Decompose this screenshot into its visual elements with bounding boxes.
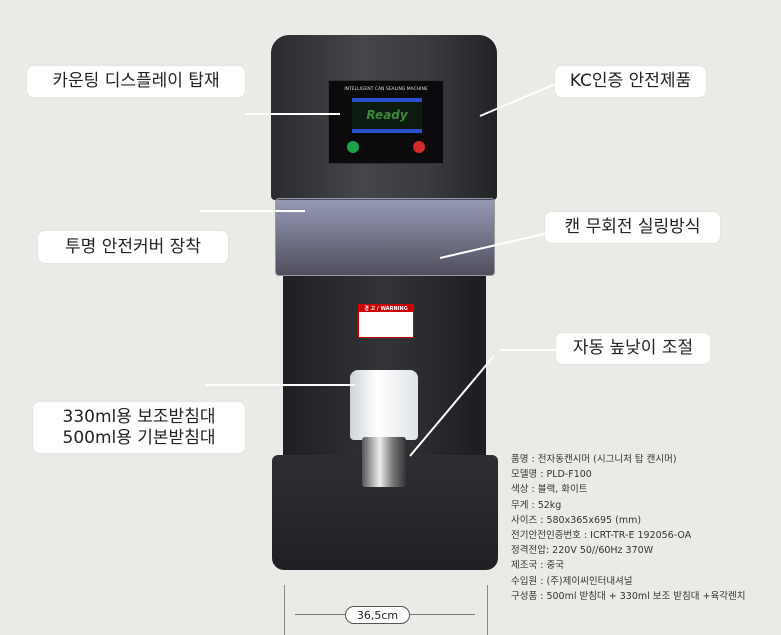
spec-item: 구성품 : 500ml 받침대 + 330ml 보조 받침대 +육각렌치 (511, 590, 746, 602)
counter-screen: Ready (352, 98, 422, 133)
width-dimension: 36,5cm (345, 606, 410, 624)
spec-item: 색상 : 블랙, 화이트 (511, 484, 588, 496)
screen-text: Ready (366, 108, 408, 122)
callout-display: 카운팅 디스플레이 탑재 (27, 66, 245, 97)
dimension-tick (284, 585, 285, 635)
callout-height: 자동 높낮이 조절 (556, 333, 710, 364)
dimension-tick (487, 585, 488, 635)
warning-sticker: 경 고 / WARNING (358, 304, 414, 338)
transparent-safety-cover (275, 198, 495, 276)
callout-stands: 330ml용 보조받침대 500ml용 기본받침대 (33, 402, 245, 453)
start-button (347, 141, 359, 153)
spec-item: 무게 : 52kg (511, 499, 562, 511)
callout-kc: KC인증 안전제품 (555, 66, 706, 97)
leader-line (500, 349, 556, 351)
spec-item: 전기안전인증번호 : ICRT-TR-E 192056-OA (511, 530, 692, 542)
spec-item: 사이즈 : 580x365x695 (mm) (511, 514, 642, 526)
emergency-stop-button (413, 141, 425, 153)
spec-item: 제조국 : 중국 (511, 560, 564, 572)
callout-cover: 투명 안전커버 장착 (38, 231, 228, 263)
spec-item: 품명 : 전자동캔시머 (시그니처 탑 캔시머) (511, 454, 677, 465)
panel-title: INTELLIGENT CAN SEALING MACHINE (344, 87, 428, 92)
spec-item: 정격전압: 220V 50//60Hz 370W (511, 545, 654, 557)
leader-line (245, 113, 340, 115)
330ml-support-stand (350, 370, 418, 440)
leader-line (205, 384, 355, 386)
callout-sealing: 캔 무회전 실링방식 (545, 212, 720, 243)
spec-item: 수입원 : (주)제이씨인터내셔널 (511, 575, 633, 587)
spec-item: 모델명 : PLD-F100 (511, 469, 592, 481)
leader-line (200, 210, 305, 212)
500ml-base-stand (362, 437, 406, 487)
control-panel: INTELLIGENT CAN SEALING MACHINE Ready (328, 80, 444, 164)
spec-list: 품명 : 전자동캔시머 (시그니처 탑 캔시머) 모델명 : PLD-F100 … (511, 452, 745, 604)
